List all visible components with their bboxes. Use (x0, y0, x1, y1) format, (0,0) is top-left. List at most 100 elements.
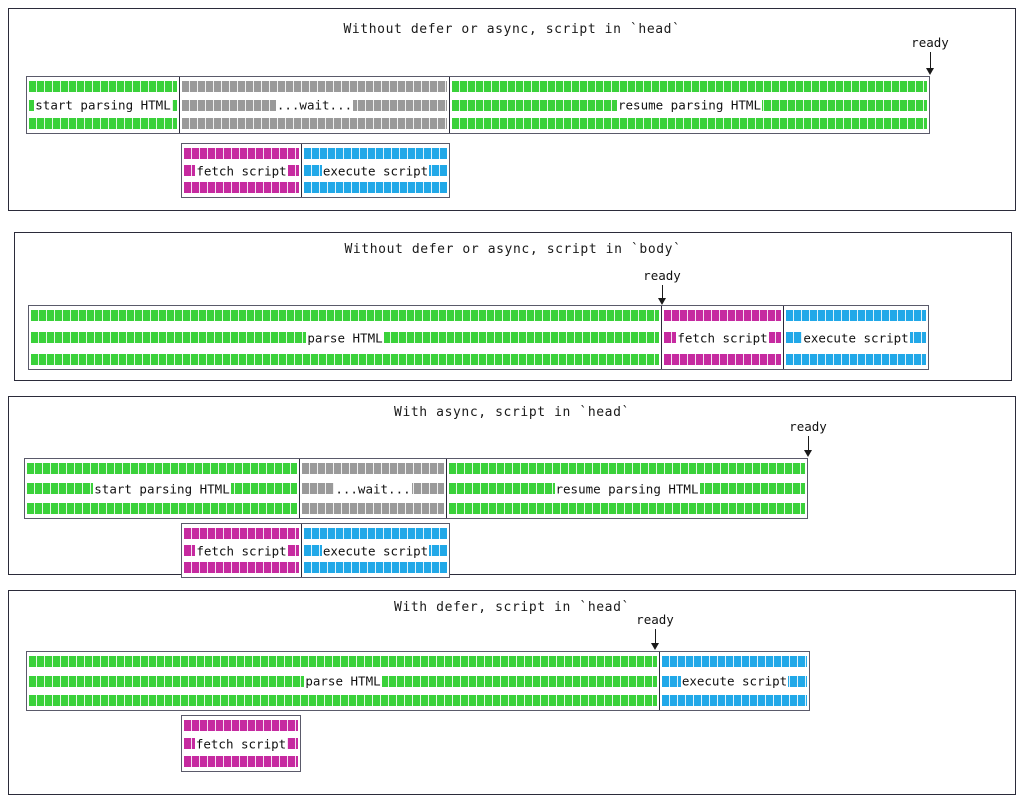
bar-stripe (182, 81, 447, 92)
bar-stripe: execute script (304, 543, 447, 558)
striped-bar: execute script (304, 528, 447, 573)
phase-parse-html: parse HTML (27, 652, 659, 710)
bar-stripe: fetch script (184, 736, 298, 751)
timeline-without-defer-async-head-script-track: fetch script execute script (181, 143, 450, 198)
striped-bar: fetch script (184, 528, 299, 573)
phase-label-text: resume parsing HTML (617, 97, 762, 113)
phase-label: parse HTML (31, 330, 659, 345)
striped-bar: fetch script (184, 720, 298, 767)
phase-label: fetch script (184, 736, 298, 751)
striped-bar: start parsing HTML (29, 81, 177, 129)
timeline-with-async-head-parser-track: start parsing HTML ...wait... resume parsi… (24, 458, 808, 519)
striped-bar: resume parsing HTML (452, 81, 927, 129)
ready-label: ready (789, 419, 827, 434)
phase-label-text: fetch script (195, 163, 288, 178)
bar-stripe: ...wait... (182, 97, 447, 113)
bar-stripe (302, 463, 444, 474)
ready-arrowhead-icon (803, 450, 812, 457)
phase-label: fetch script (664, 330, 781, 345)
phase-execute-script: execute script (783, 306, 928, 369)
phase-label-text: parse HTML (304, 673, 382, 689)
bar-stripe (184, 148, 299, 159)
striped-bar: resume parsing HTML (449, 463, 805, 514)
phase-label-text: start parsing HTML (93, 481, 231, 496)
bar-stripe (184, 182, 299, 193)
phase-label: resume parsing HTML (452, 97, 927, 113)
panel-title: With defer, script in `head` (394, 600, 630, 615)
phase-resume-parsing-html: resume parsing HTML (446, 459, 807, 518)
bar-stripe: fetch script (184, 543, 299, 558)
phase-resume-parsing-html: resume parsing HTML (449, 77, 929, 133)
bar-stripe (184, 562, 299, 573)
bar-stripe: execute script (786, 330, 926, 345)
phase-label-text: parse HTML (306, 330, 384, 345)
timeline-without-defer-async-body-parser-track: parse HTML fetch script execute script (28, 305, 929, 370)
phase-wait: ...wait... (179, 77, 449, 133)
ready-stem (661, 285, 663, 299)
bar-stripe (27, 503, 297, 514)
bar-stripe: ...wait... (302, 481, 444, 496)
bar-stripe (786, 354, 926, 365)
panel-title: Without defer or async, script in `body` (344, 242, 682, 257)
ready-arrowhead-icon (650, 643, 659, 650)
bar-stripe (449, 463, 805, 474)
phase-wait: ...wait... (299, 459, 446, 518)
bar-stripe (664, 310, 781, 321)
phase-fetch-script: fetch script (182, 144, 301, 197)
bar-stripe (304, 182, 447, 193)
bar-stripe: resume parsing HTML (452, 97, 927, 113)
phase-label: start parsing HTML (29, 97, 177, 113)
striped-bar: start parsing HTML (27, 463, 297, 514)
bar-stripe (786, 310, 926, 321)
phase-label: fetch script (184, 543, 299, 558)
bar-stripe (29, 118, 177, 129)
phase-fetch-script: fetch script (661, 306, 783, 369)
phase-execute-script: execute script (301, 524, 449, 577)
ready-arrowhead-icon (657, 298, 666, 305)
ready-stem (807, 436, 809, 451)
bar-stripe: parse HTML (31, 330, 659, 345)
bar-stripe: fetch script (664, 330, 781, 345)
ready-stem (654, 629, 656, 644)
striped-bar: ...wait... (302, 463, 444, 514)
bar-stripe (452, 81, 927, 92)
ready-label: ready (636, 612, 674, 627)
striped-bar: parse HTML (31, 310, 659, 365)
phase-label: parse HTML (29, 673, 657, 689)
ready-label: ready (643, 268, 681, 283)
phase-execute-script: execute script (301, 144, 449, 197)
bar-stripe (29, 656, 657, 667)
phase-label: execute script (304, 163, 447, 178)
phase-label: start parsing HTML (27, 481, 297, 496)
bar-stripe (31, 310, 659, 321)
phase-label-text: execute script (802, 330, 910, 345)
phase-label: execute script (304, 543, 447, 558)
timeline-with-async-head-script-track: fetch script execute script (181, 523, 450, 578)
phase-label: execute script (786, 330, 926, 345)
bar-stripe (664, 354, 781, 365)
phase-label: ...wait... (302, 481, 444, 496)
bar-stripe (27, 463, 297, 474)
phase-label-text: fetch script (195, 543, 288, 558)
phase-label: execute script (662, 673, 807, 689)
striped-bar: parse HTML (29, 656, 657, 706)
striped-bar: fetch script (184, 148, 299, 193)
timeline-with-defer-head-script-track: fetch script (181, 715, 301, 772)
phase-label-text: execute script (680, 673, 789, 689)
bar-stripe (662, 656, 807, 667)
ready-arrowhead-icon (925, 68, 934, 75)
phase-label-text: execute script (321, 543, 430, 558)
phase-parse-html: parse HTML (29, 306, 661, 369)
phase-fetch-script: fetch script (182, 524, 301, 577)
bar-stripe (304, 528, 447, 539)
striped-bar: fetch script (664, 310, 781, 365)
bar-stripe: start parsing HTML (29, 97, 177, 113)
phase-start-parsing-html: start parsing HTML (27, 77, 179, 133)
striped-bar: execute script (662, 656, 807, 706)
phase-label-text: fetch script (676, 330, 769, 345)
phase-label-text: fetch script (194, 736, 288, 751)
phase-label: ...wait... (182, 97, 447, 113)
phase-label: fetch script (184, 163, 299, 178)
bar-stripe (302, 503, 444, 514)
timeline-with-defer-head-parser-track: parse HTML execute script (26, 651, 810, 711)
